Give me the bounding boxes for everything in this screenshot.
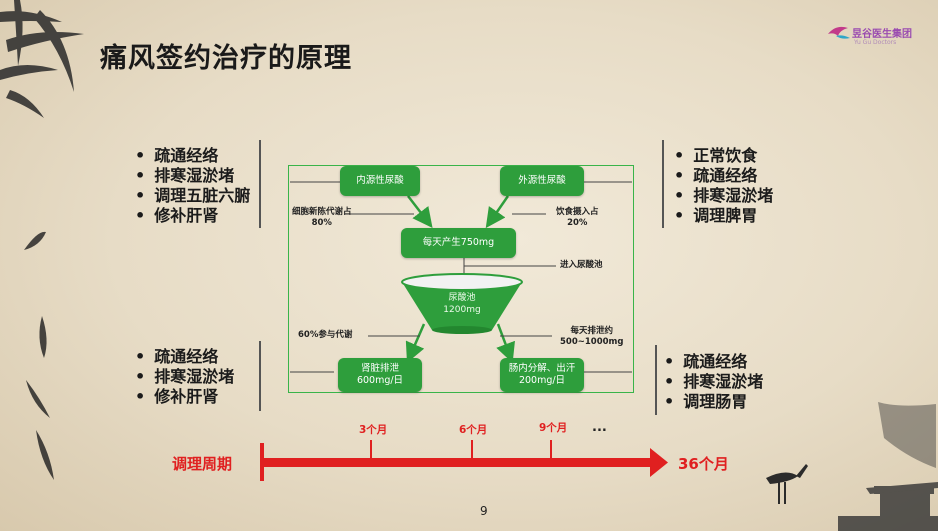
exogenous-label: 外源性尿酸 <box>518 175 566 186</box>
list-item: 修补肝肾 <box>135 387 234 407</box>
diet-note-text: 饮食摄入占 <box>556 207 599 217</box>
intestine-excretion-box: 肠内分解、出汗 200mg/日 <box>500 358 584 392</box>
list-item: 疏通经络 <box>664 352 763 372</box>
bamboo-decoration-top-left <box>0 0 84 118</box>
excrete-note-text: 每天排泄约 <box>570 326 613 336</box>
right-bottom-bullets: 疏通经络 排寒湿淤堵 调理肠胃 <box>664 352 763 412</box>
page-title: 痛风签约治疗的原理 <box>100 43 352 74</box>
excrete-note: 每天排泄约 500~1000mg <box>560 326 623 348</box>
list-item: 疏通经络 <box>135 146 250 166</box>
divider-left-top <box>259 140 261 228</box>
left-top-bullets: 疏通经络 排寒湿淤堵 调理五脏六腑 修补肝肾 <box>135 146 250 226</box>
divider-right-bottom <box>655 345 657 415</box>
kidney-amount: 600mg/日 <box>356 375 404 386</box>
list-item: 疏通经络 <box>135 347 234 367</box>
metabolism-note: 细胞新陈代谢占 80% <box>292 207 352 229</box>
list-item: 排寒湿淤堵 <box>135 166 250 186</box>
timeline-month-9: 9个月 <box>539 422 568 434</box>
list-item: 修补肝肾 <box>135 206 250 226</box>
diet-note: 饮食摄入占 20% <box>556 207 599 229</box>
list-item: 排寒湿淤堵 <box>664 372 763 392</box>
list-item: 正常饮食 <box>674 146 773 166</box>
left-bottom-bullets: 疏通经络 排寒湿淤堵 修补肝肾 <box>135 347 234 407</box>
timeline-ellipsis: ... <box>592 420 607 435</box>
timeline-month-6: 6个月 <box>459 424 488 436</box>
bird-logo-icon <box>828 26 850 39</box>
list-item: 排寒湿淤堵 <box>135 367 234 387</box>
pool-amount: 1200mg <box>443 305 481 315</box>
list-item: 调理肠胃 <box>664 392 763 412</box>
divider-left-bottom <box>259 341 261 411</box>
divider-right-top <box>662 140 664 228</box>
exogenous-uric-acid-box: 外源性尿酸 <box>500 166 584 196</box>
pavilion-decoration <box>838 402 938 531</box>
metabolism-note-percent: 80% <box>311 218 332 228</box>
intestine-amount: 200mg/日 <box>518 375 566 386</box>
kidney-label: 肾脏排泄 <box>360 363 399 374</box>
list-item: 疏通经络 <box>674 166 773 186</box>
timeline-end-label: 36个月 <box>678 455 729 473</box>
list-item: 调理脾胃 <box>674 206 773 226</box>
right-top-bullets: 正常饮食 疏通经络 排寒湿淤堵 调理脾胃 <box>674 146 773 226</box>
excrete-note-amount: 500~1000mg <box>560 337 624 347</box>
endogenous-uric-acid-box: 内源性尿酸 <box>340 166 420 196</box>
intestine-label: 肠内分解、出汗 <box>508 363 576 374</box>
logo: 昱谷医生集团 Yu Gu Doctors <box>826 20 926 52</box>
timeline-start-label: 调理周期 <box>172 455 233 473</box>
page-number: 9 <box>480 504 488 518</box>
kidney-excretion-box: 肾脏排泄 600mg/日 <box>338 358 422 392</box>
endogenous-label: 内源性尿酸 <box>356 175 404 186</box>
crane-decoration <box>766 464 808 504</box>
diagram-frame <box>288 165 634 393</box>
participate-note: 60%参与代谢 <box>298 330 353 340</box>
enter-pool-note: 进入尿酸池 <box>560 260 603 270</box>
uric-acid-pool: 尿酸池 1200mg <box>432 292 492 316</box>
logo-name: 昱谷医生集团 <box>852 29 912 40</box>
leaf-decoration-left <box>24 231 54 480</box>
list-item: 排寒湿淤堵 <box>674 186 773 206</box>
diet-note-percent: 20% <box>567 218 588 228</box>
pool-label: 尿酸池 <box>448 293 476 303</box>
daily-production-label: 每天产生750mg <box>422 237 495 248</box>
list-item: 调理五脏六腑 <box>135 186 250 206</box>
uric-acid-pool-icon <box>402 282 522 330</box>
daily-production-box: 每天产生750mg <box>401 228 516 258</box>
metabolism-note-text: 细胞新陈代谢占 <box>292 207 352 217</box>
timeline-month-3: 3个月 <box>359 424 388 436</box>
logo-subtitle: Yu Gu Doctors <box>854 39 897 46</box>
